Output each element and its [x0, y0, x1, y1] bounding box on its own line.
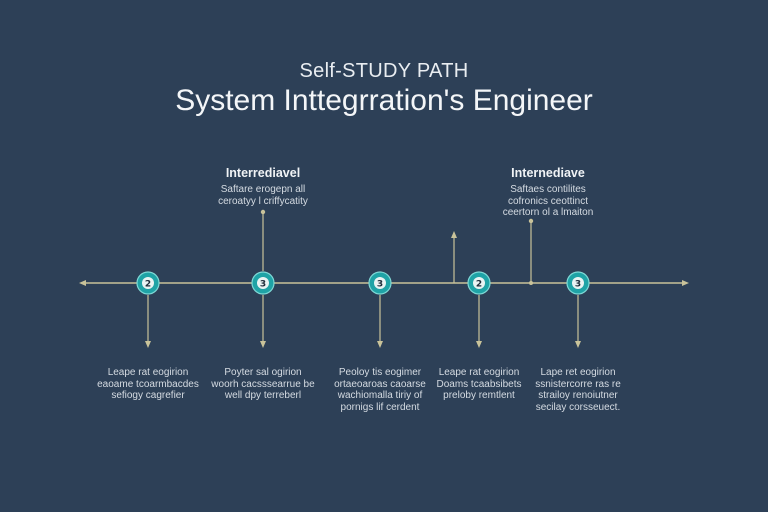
upper-label-line: Saftaes contilites: [510, 184, 586, 195]
connector-down-arrow: [145, 341, 151, 348]
lower-label-line: eaoame tcoarmbacdes: [97, 378, 199, 390]
connector-up-mid-arrow: [451, 231, 457, 238]
lower-label-line: Lape ret eogirion: [540, 367, 616, 378]
lower-label-node-2: Poyter sal ogirion woorh cacsssearrue be…: [203, 367, 323, 402]
axis-right-arrow: [682, 280, 689, 286]
connector-down-arrow: [476, 341, 482, 348]
milestone-node-1: 2: [136, 271, 160, 295]
lower-label-node-4: Leape rat eogirion Doams tcaabsibets pre…: [427, 367, 531, 402]
lower-label-line: ortaeoaroas caoarse: [334, 378, 426, 390]
upper-label-line: ceertorn ol a lmaiton: [502, 207, 594, 218]
lower-label-line: Doams tcaabsibets: [436, 378, 522, 390]
lower-label-line: Leape rat eogirion: [438, 367, 520, 378]
milestone-node-2: 3: [251, 271, 275, 295]
lower-label-line: preloby remtlent: [443, 390, 515, 401]
milestone-node-4: 2: [467, 271, 491, 295]
lower-label-node-5: Lape ret eogirion ssnistercorre ras re s…: [526, 367, 630, 413]
diagram-subtitle: Self-STUDY PATH: [299, 60, 469, 82]
lower-label-line: sefiogy cagrefier: [111, 390, 185, 401]
upper-label-line: ceroatyy l criffycatity: [218, 195, 308, 207]
lower-label-line: Leape rat eogirion: [107, 367, 189, 378]
connector-down-arrow: [575, 341, 581, 348]
lower-label-line: Peoloy tis eogimer: [338, 367, 422, 378]
node-number: 2: [476, 280, 482, 290]
node-number: 3: [260, 280, 266, 290]
milestone-node-5: 3: [566, 271, 590, 295]
lower-label-node-3: Peoloy tis eogimer ortaeoaroas caoarse w…: [320, 367, 440, 413]
upper-label-line: cofronics ceottinct: [507, 195, 589, 207]
diagram-title: System Inttegrration's Engineer: [175, 84, 593, 117]
lower-label-node-1: Leape rat eogirion eaoame tcoarmbacdes s…: [88, 367, 208, 402]
upper-label-line: Saftare erogepn all: [220, 184, 306, 195]
connector-up-right-dot: [528, 218, 534, 224]
node-number: 3: [575, 280, 581, 290]
upper-label-left: Interrediavel Saftare erogepn all ceroat…: [183, 166, 343, 207]
lower-label-line: Poyter sal ogirion: [224, 367, 302, 378]
node-number: 2: [145, 280, 151, 290]
lower-label-line: secilay corsseuect.: [535, 401, 621, 413]
connector-up-dot: [260, 209, 266, 215]
axis-left-arrow: [79, 280, 86, 286]
lower-label-line: woorh cacsssearrue be: [211, 378, 315, 390]
lower-label-line: pornigs lif cerdent: [340, 401, 420, 413]
lower-label-line: wachiomalla tiriy of: [337, 390, 423, 401]
upper-label-right: Internediave Saftaes contilites cofronic…: [468, 166, 628, 219]
node-number: 3: [377, 280, 383, 290]
connector-down-arrow: [377, 341, 383, 348]
milestone-node-3: 3: [368, 271, 392, 295]
lower-label-line: ssnistercorre ras re: [535, 378, 621, 390]
connector-down-arrow: [260, 341, 266, 348]
upper-label-heading: Internediave: [511, 166, 585, 180]
lower-label-line: strailoy renoiutner: [538, 390, 618, 401]
axis-junction-dot: [529, 281, 533, 285]
upper-label-heading: Interrediavel: [225, 166, 301, 180]
lower-label-line: well dpy terreberl: [224, 390, 302, 401]
